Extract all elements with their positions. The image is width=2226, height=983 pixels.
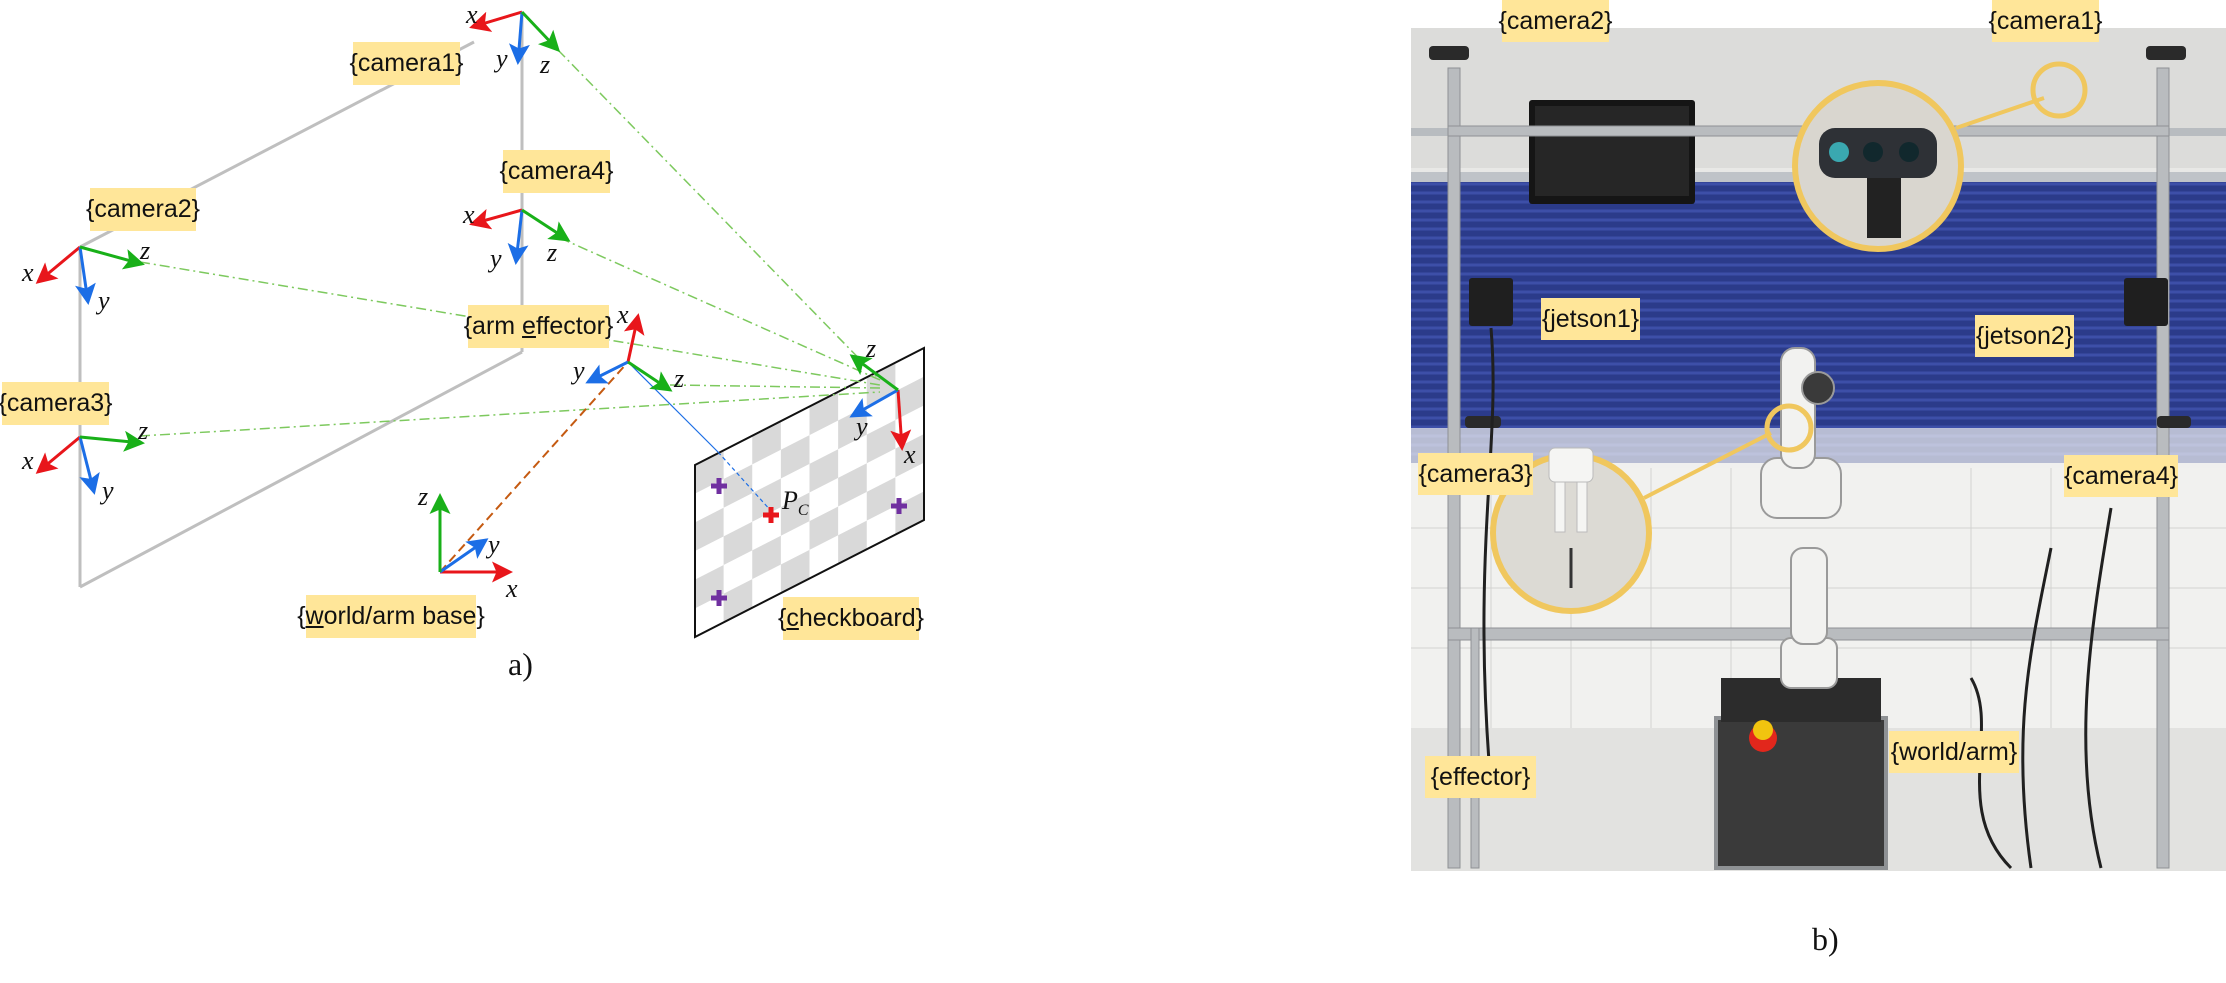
jetson1-device [1469, 278, 1513, 326]
camera2-axes [35, 245, 145, 305]
camera4-tag: {camera4} [500, 150, 613, 193]
checker-square [752, 421, 781, 465]
world-x-label: x [506, 574, 518, 603]
effector-axes [585, 313, 673, 392]
camera2-y-label: y [98, 286, 110, 315]
checker-square [838, 463, 867, 507]
checker-square [809, 506, 839, 550]
world-y-label: y [488, 530, 500, 559]
checker-square [695, 450, 724, 494]
camera3-device [1465, 416, 1501, 428]
checkboard-z-label: z [866, 334, 877, 363]
effector-x-label: x [617, 300, 629, 329]
pc-label: PC [782, 486, 809, 520]
checker-square [752, 535, 781, 580]
checker-square [866, 362, 896, 406]
camera1-z-label: z [540, 50, 551, 79]
checker-square [723, 579, 753, 623]
camera1-axes [469, 10, 561, 65]
checkboard-y-label: y [856, 412, 868, 441]
calibration-schematic [35, 10, 925, 639]
effector-projection-line [627, 361, 719, 453]
caption-b: b) [1812, 921, 1839, 957]
checker-square [895, 491, 924, 535]
camera3-axes [35, 430, 145, 495]
checkboard-axes [849, 354, 912, 451]
camera1-tag: {camera1} [350, 42, 463, 85]
effector-z-label: z [674, 364, 685, 393]
setup-photo [1411, 28, 2226, 871]
camera4-device [2157, 416, 2191, 428]
photo-effector-tag: {effector} [1425, 756, 1536, 798]
camera1-x-label: x [466, 0, 478, 29]
camera2-tag: {camera2} [86, 188, 200, 231]
camera4-axes [469, 208, 571, 265]
effector-y-label: y [573, 356, 585, 385]
sight-lines [139, 49, 881, 437]
checker-square [695, 507, 724, 551]
pc-point-marker [763, 507, 779, 523]
photo-jetson2-tag: {jetson2} [1975, 315, 2074, 357]
checker-square [866, 477, 896, 521]
photo-illustration [1411, 28, 2226, 871]
checkboard-x-label: x [904, 440, 916, 469]
camera2-device [1429, 46, 1469, 60]
checker-square [723, 521, 753, 566]
checker-square [695, 565, 724, 609]
camera4-y-label: y [490, 244, 502, 273]
checker-square [809, 449, 839, 493]
jetson2-device [2124, 278, 2168, 326]
checker-square [752, 478, 781, 522]
checker-square [895, 434, 924, 478]
checker-square [723, 464, 753, 508]
camera1-y-label: y [496, 44, 508, 73]
photo-camera3-tag: {camera3} [1418, 453, 1533, 495]
camera3-x-label: x [22, 446, 34, 475]
camera3-y-label: y [102, 476, 114, 505]
camera3-tag: {camera3} [0, 382, 112, 425]
camera4-x-label: x [463, 200, 475, 229]
world-axes [429, 493, 513, 583]
checker-square [780, 492, 810, 536]
support-frame [78, 14, 524, 589]
camera2-z-label: z [140, 236, 151, 265]
checkerboard [694, 346, 925, 639]
checker-square [895, 376, 924, 420]
photo-camera4-tag: {camera4} [2064, 455, 2178, 497]
checker-square [780, 435, 810, 479]
checker-square [838, 520, 867, 564]
camera3-z-label: z [138, 416, 149, 445]
photo-world-arm-tag: {world/arm} [1889, 731, 2019, 773]
photo-camera1-tag: {camera1} [1989, 0, 2102, 42]
camera2-x-label: x [22, 258, 34, 287]
camera4-z-label: z [547, 238, 558, 267]
checkerboard-markers [711, 478, 907, 606]
caption-a: a) [508, 646, 533, 682]
world-z-label: z [418, 482, 429, 511]
world-effector-link [439, 361, 629, 573]
photo-camera2-tag: {camera2} [1499, 0, 1612, 42]
checker-square [809, 391, 839, 436]
camera1-device [2146, 46, 2186, 60]
checker-square [780, 549, 810, 594]
checker-square [866, 419, 896, 464]
photo-jetson1-tag: {jetson1} [1541, 298, 1640, 340]
